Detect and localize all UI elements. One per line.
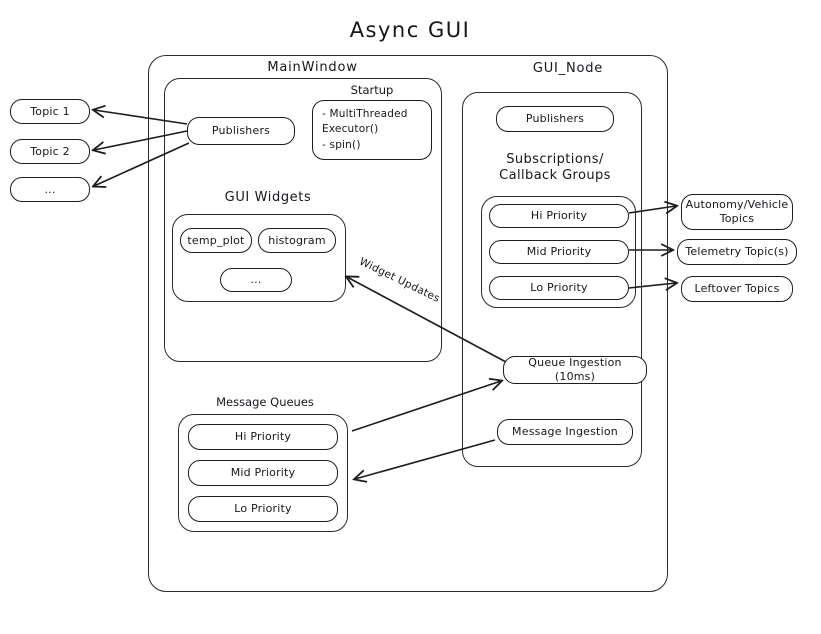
- callback-group-mid-priority[interactable]: Mid Priority: [489, 240, 629, 264]
- widget-more[interactable]: ...: [220, 268, 292, 292]
- startup-label: Startup: [350, 83, 394, 97]
- widget-temp-plot[interactable]: temp_plot: [180, 228, 252, 253]
- right-topic-autonomy-vehicle[interactable]: Autonomy/Vehicle Topics: [681, 194, 793, 230]
- message-queues-label: Message Queues: [216, 395, 314, 409]
- message-queue-hi-priority[interactable]: Hi Priority: [188, 424, 338, 450]
- message-queue-lo-priority[interactable]: Lo Priority: [188, 496, 338, 522]
- left-topic-more[interactable]: ...: [10, 177, 90, 202]
- gui-node-label: GUI_Node: [532, 61, 604, 76]
- mainwindow-publishers-box[interactable]: Publishers: [187, 117, 295, 145]
- message-ingestion-box[interactable]: Message Ingestion: [497, 419, 633, 445]
- gui-widgets-label: GUI Widgets: [224, 190, 312, 205]
- left-topic-1[interactable]: Topic 1: [10, 99, 90, 124]
- startup-box[interactable]: - MultiThreaded Executor() - spin(): [312, 100, 432, 160]
- mainwindow-label: MainWindow: [267, 60, 358, 75]
- right-topic-telemetry[interactable]: Telemetry Topic(s): [677, 239, 797, 265]
- gui-node-publishers-box[interactable]: Publishers: [496, 106, 614, 132]
- message-queue-mid-priority[interactable]: Mid Priority: [188, 460, 338, 486]
- callback-group-hi-priority[interactable]: Hi Priority: [489, 204, 629, 228]
- subscriptions-callback-groups-label: Subscriptions/ Callback Groups: [499, 152, 611, 183]
- right-topic-leftover[interactable]: Leftover Topics: [681, 276, 793, 302]
- page-title: Async GUI: [349, 18, 471, 42]
- callback-group-lo-priority[interactable]: Lo Priority: [489, 276, 629, 300]
- left-topic-2[interactable]: Topic 2: [10, 139, 90, 164]
- widget-histogram[interactable]: histogram: [258, 228, 336, 253]
- queue-ingestion-box[interactable]: Queue Ingestion (10ms): [503, 356, 647, 384]
